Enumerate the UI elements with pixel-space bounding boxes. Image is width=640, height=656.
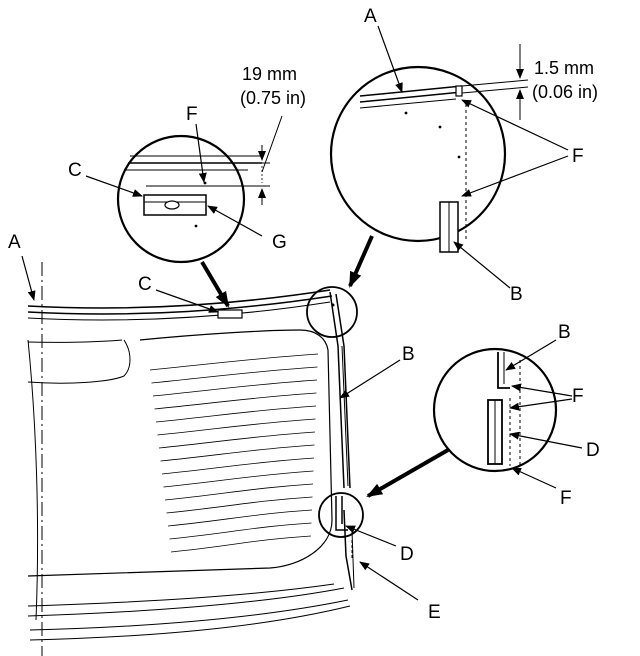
callout-b-main: B (402, 344, 415, 365)
callout-c-main: C (138, 274, 152, 295)
defroster-line (155, 405, 317, 423)
callout-g-zoom: G (272, 232, 287, 253)
defroster-line (163, 470, 314, 488)
defroster-line (166, 496, 313, 514)
callout-a-zoom: A (364, 6, 377, 27)
callout-b-zoom-right: B (558, 322, 571, 343)
defroster-line (160, 444, 315, 462)
a-pillar-molding (329, 291, 345, 489)
dimension-left-in: (0.75 in) (240, 88, 306, 108)
roof-edge (27, 289, 331, 309)
zoom-detail-clip (116, 134, 270, 264)
arrow-to-clip-detail (200, 260, 230, 308)
dimension-right-mm: 1.5 mm (534, 58, 594, 78)
zoom-detail-corner (329, 44, 529, 253)
defroster-grid (149, 353, 319, 553)
defroster-line (154, 392, 317, 410)
callout-f-zoom-right-1: F (572, 386, 584, 407)
defroster-line (151, 366, 318, 384)
defroster-line (167, 509, 313, 527)
dimension-right-in: (0.06 in) (532, 82, 598, 102)
defroster-line (170, 535, 312, 553)
callout-f-zoom-left: F (186, 104, 198, 125)
callout-c-zoom: C (68, 160, 82, 181)
defroster-line (152, 379, 318, 397)
clip-c-main (217, 309, 243, 319)
dimension-left-mm: 19 mm (242, 64, 297, 84)
callout-a-main: A (8, 232, 21, 253)
zoom-detail-lower (432, 347, 558, 473)
defroster-line (164, 483, 314, 501)
defroster-line (169, 522, 312, 540)
defroster-line (149, 353, 319, 371)
defroster-line (158, 431, 316, 449)
callout-f-zoom-top: F (572, 146, 584, 167)
callout-f-zoom-right-2: F (560, 488, 572, 509)
vehicle-body (27, 262, 355, 656)
dashboard-outline (27, 329, 333, 577)
callout-d-zoom: D (586, 440, 600, 461)
arrow-from-corner-detail (348, 235, 374, 288)
arrow-to-lower-detail (366, 448, 449, 498)
callout-d-main: D (400, 544, 414, 565)
callout-e-main: E (428, 602, 441, 623)
defroster-line (161, 457, 315, 475)
detail-circle-lower (318, 492, 364, 538)
callout-b-zoom-top: B (510, 284, 523, 305)
defroster-line (157, 418, 316, 436)
detail-circle-corner (306, 286, 358, 338)
leader-lines (21, 25, 583, 601)
